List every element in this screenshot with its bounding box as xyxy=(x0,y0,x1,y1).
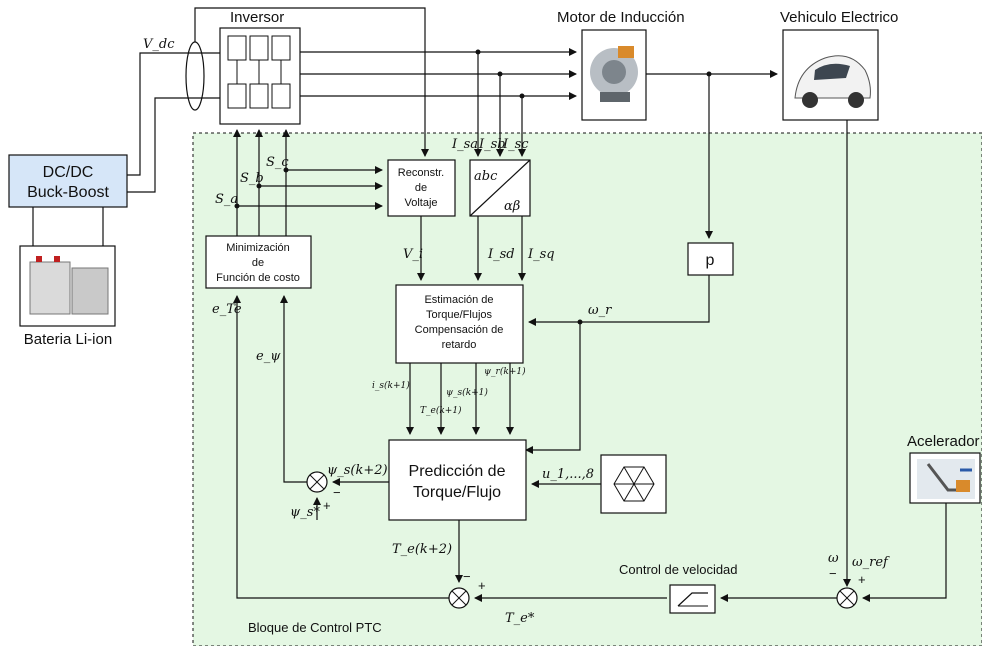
reconstr-line2: de xyxy=(415,182,427,194)
reconstr-line1: Reconstr. xyxy=(398,167,444,179)
speed-plus-label: + xyxy=(858,572,866,587)
sc-label: S_c xyxy=(266,155,289,170)
sb-label: S_b xyxy=(240,171,264,186)
motor-label: Motor de Inducción xyxy=(557,9,685,26)
dcdc-line1: DC/DC xyxy=(43,164,94,181)
psis-star-label: ψ_s* xyxy=(290,505,320,520)
voltage-vector-hexagon xyxy=(601,455,666,513)
speed-minus-label: − xyxy=(829,566,837,581)
inverter-label: Inversor xyxy=(230,9,284,26)
vehicle-label: Vehiculo Electrico xyxy=(780,9,898,26)
prediccion-block xyxy=(389,440,526,520)
omega-r-label: ω_r xyxy=(588,303,612,318)
reconstr-line3: Voltaje xyxy=(404,197,437,209)
flux-minus-label: − xyxy=(333,485,341,500)
abc-label: abc xyxy=(474,169,498,184)
vdc-label: V_dc xyxy=(143,37,175,52)
dcdc-line2: Buck-Boost xyxy=(27,184,109,201)
battery-image xyxy=(20,246,115,326)
accelerator-image xyxy=(910,453,980,503)
isd-label: I_sd xyxy=(487,247,515,262)
torque-sum-junction xyxy=(449,588,469,608)
inverter-block xyxy=(220,28,300,124)
is-k1-label: i_s(k+1) xyxy=(372,380,410,391)
motor-image xyxy=(582,30,646,120)
e-psi-label: e_ψ xyxy=(256,349,281,364)
isq-label: I_sq xyxy=(527,247,555,262)
control-vel-label: Control de velocidad xyxy=(619,562,738,577)
flux-plus-label: + xyxy=(323,498,331,513)
torque-minus-label: − xyxy=(463,569,471,584)
minim-line1: Minimización xyxy=(226,242,290,254)
alphabeta-label: αβ xyxy=(504,199,520,214)
p-label: p xyxy=(706,252,715,269)
minim-line3: Función de costo xyxy=(216,272,300,284)
psis-k1-label: ψ_s(k+1) xyxy=(446,387,488,398)
vehicle-image xyxy=(783,30,878,120)
isb-label: I_sb xyxy=(478,137,506,152)
vdc-sensor xyxy=(186,42,204,110)
prediccion-line2: Torque/Flujo xyxy=(413,484,501,501)
speed-controller-block xyxy=(670,585,715,613)
e-te-label: e_Te xyxy=(212,302,242,317)
psis-k2-label: ψ_s(k+2) xyxy=(327,463,388,478)
te-k1-label: T_e(k+1) xyxy=(420,405,462,416)
acelerador-label: Acelerador xyxy=(907,433,980,450)
isc-label: I_sc xyxy=(502,137,529,152)
omega-label: ω xyxy=(828,551,839,566)
prediccion-line1: Predicción de xyxy=(409,463,506,480)
flux-sum-junction xyxy=(307,472,327,492)
estimacion-line1: Estimación de xyxy=(424,294,493,306)
speed-sum-junction xyxy=(837,588,857,608)
isa-label: I_sa xyxy=(451,137,478,152)
te-k2-label: T_e(k+2) xyxy=(392,542,452,557)
u18-label: u_1,...,8 xyxy=(542,467,594,482)
sa-label: S_a xyxy=(215,192,238,207)
omega-ref-label: ω_ref xyxy=(852,555,890,570)
bloque-ptc-label: Bloque de Control PTC xyxy=(248,620,382,635)
vi-label: V_i xyxy=(403,247,423,262)
estimacion-line3: Compensación de xyxy=(415,324,504,336)
estimacion-line2: Torque/Flujos xyxy=(426,309,493,321)
psir-k1-label: ψ_r(k+1) xyxy=(484,366,526,377)
minim-line2: de xyxy=(252,257,264,269)
te-star-label: T_e* xyxy=(505,611,535,626)
estimacion-line4: retardo xyxy=(442,339,477,351)
torque-plus-label: + xyxy=(478,578,486,593)
battery-label: Bateria Li-ion xyxy=(24,331,112,348)
